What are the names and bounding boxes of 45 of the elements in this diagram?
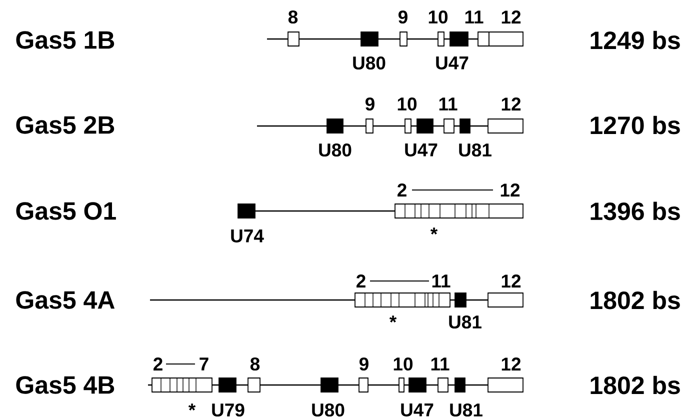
length-label: 1396 bs (590, 202, 680, 220)
exon-label: 2 (398, 184, 406, 196)
exon-label: 2 (154, 358, 162, 370)
exon-label: 11 (465, 10, 484, 24)
exon-label: U47 (405, 144, 438, 156)
length-label: 1802 bs (590, 290, 680, 310)
row-label: Gas5 2B (16, 116, 114, 134)
exon-label: U74 (231, 230, 264, 242)
row-label: Gas5 O1 (16, 202, 116, 220)
length-label: 1270 bs (590, 116, 680, 134)
exon-label: 12 (502, 10, 521, 24)
exon-label: 10 (428, 10, 448, 24)
exon-label: 10 (398, 97, 417, 111)
exon-label: U47 (436, 56, 468, 70)
length-label: 1249 bs (590, 30, 680, 50)
length-label: 1802 bs (590, 376, 680, 394)
exon-label: 11 (432, 274, 450, 288)
exon-label: U80 (353, 56, 386, 70)
exon-label: U81 (449, 315, 482, 329)
exon-label: 9 (398, 10, 408, 24)
exon-label: U79 (212, 403, 244, 417)
exon-label: * (430, 228, 438, 235)
exon-label: 7 (200, 358, 208, 370)
exon-label: 10 (394, 357, 413, 371)
exon-label: * (188, 404, 196, 411)
exon-label: U80 (319, 143, 352, 157)
exon-label: U81 (459, 143, 492, 157)
exon-label: 11 (431, 358, 450, 370)
exon-label: 8 (250, 357, 260, 371)
exon-label: U80 (312, 403, 344, 417)
exon-label: 9 (360, 357, 368, 371)
exon-label: 2 (356, 274, 366, 288)
exon-label: U47 (401, 404, 434, 416)
exon-label: * (389, 316, 397, 323)
exon-label: 11 (439, 98, 458, 110)
exon-label: 12 (500, 184, 520, 196)
exon-label: 12 (502, 274, 521, 288)
exon-label: 9 (366, 97, 374, 111)
row-label: Gas5 4A (16, 291, 115, 309)
exon-label: 12 (502, 358, 521, 370)
exon-label: 12 (502, 98, 521, 110)
row-label: Gas5 4B (16, 376, 114, 394)
exon-label: 8 (288, 10, 298, 24)
exon-label: U81 (450, 403, 482, 417)
row-label: Gas5 1B (16, 31, 114, 49)
